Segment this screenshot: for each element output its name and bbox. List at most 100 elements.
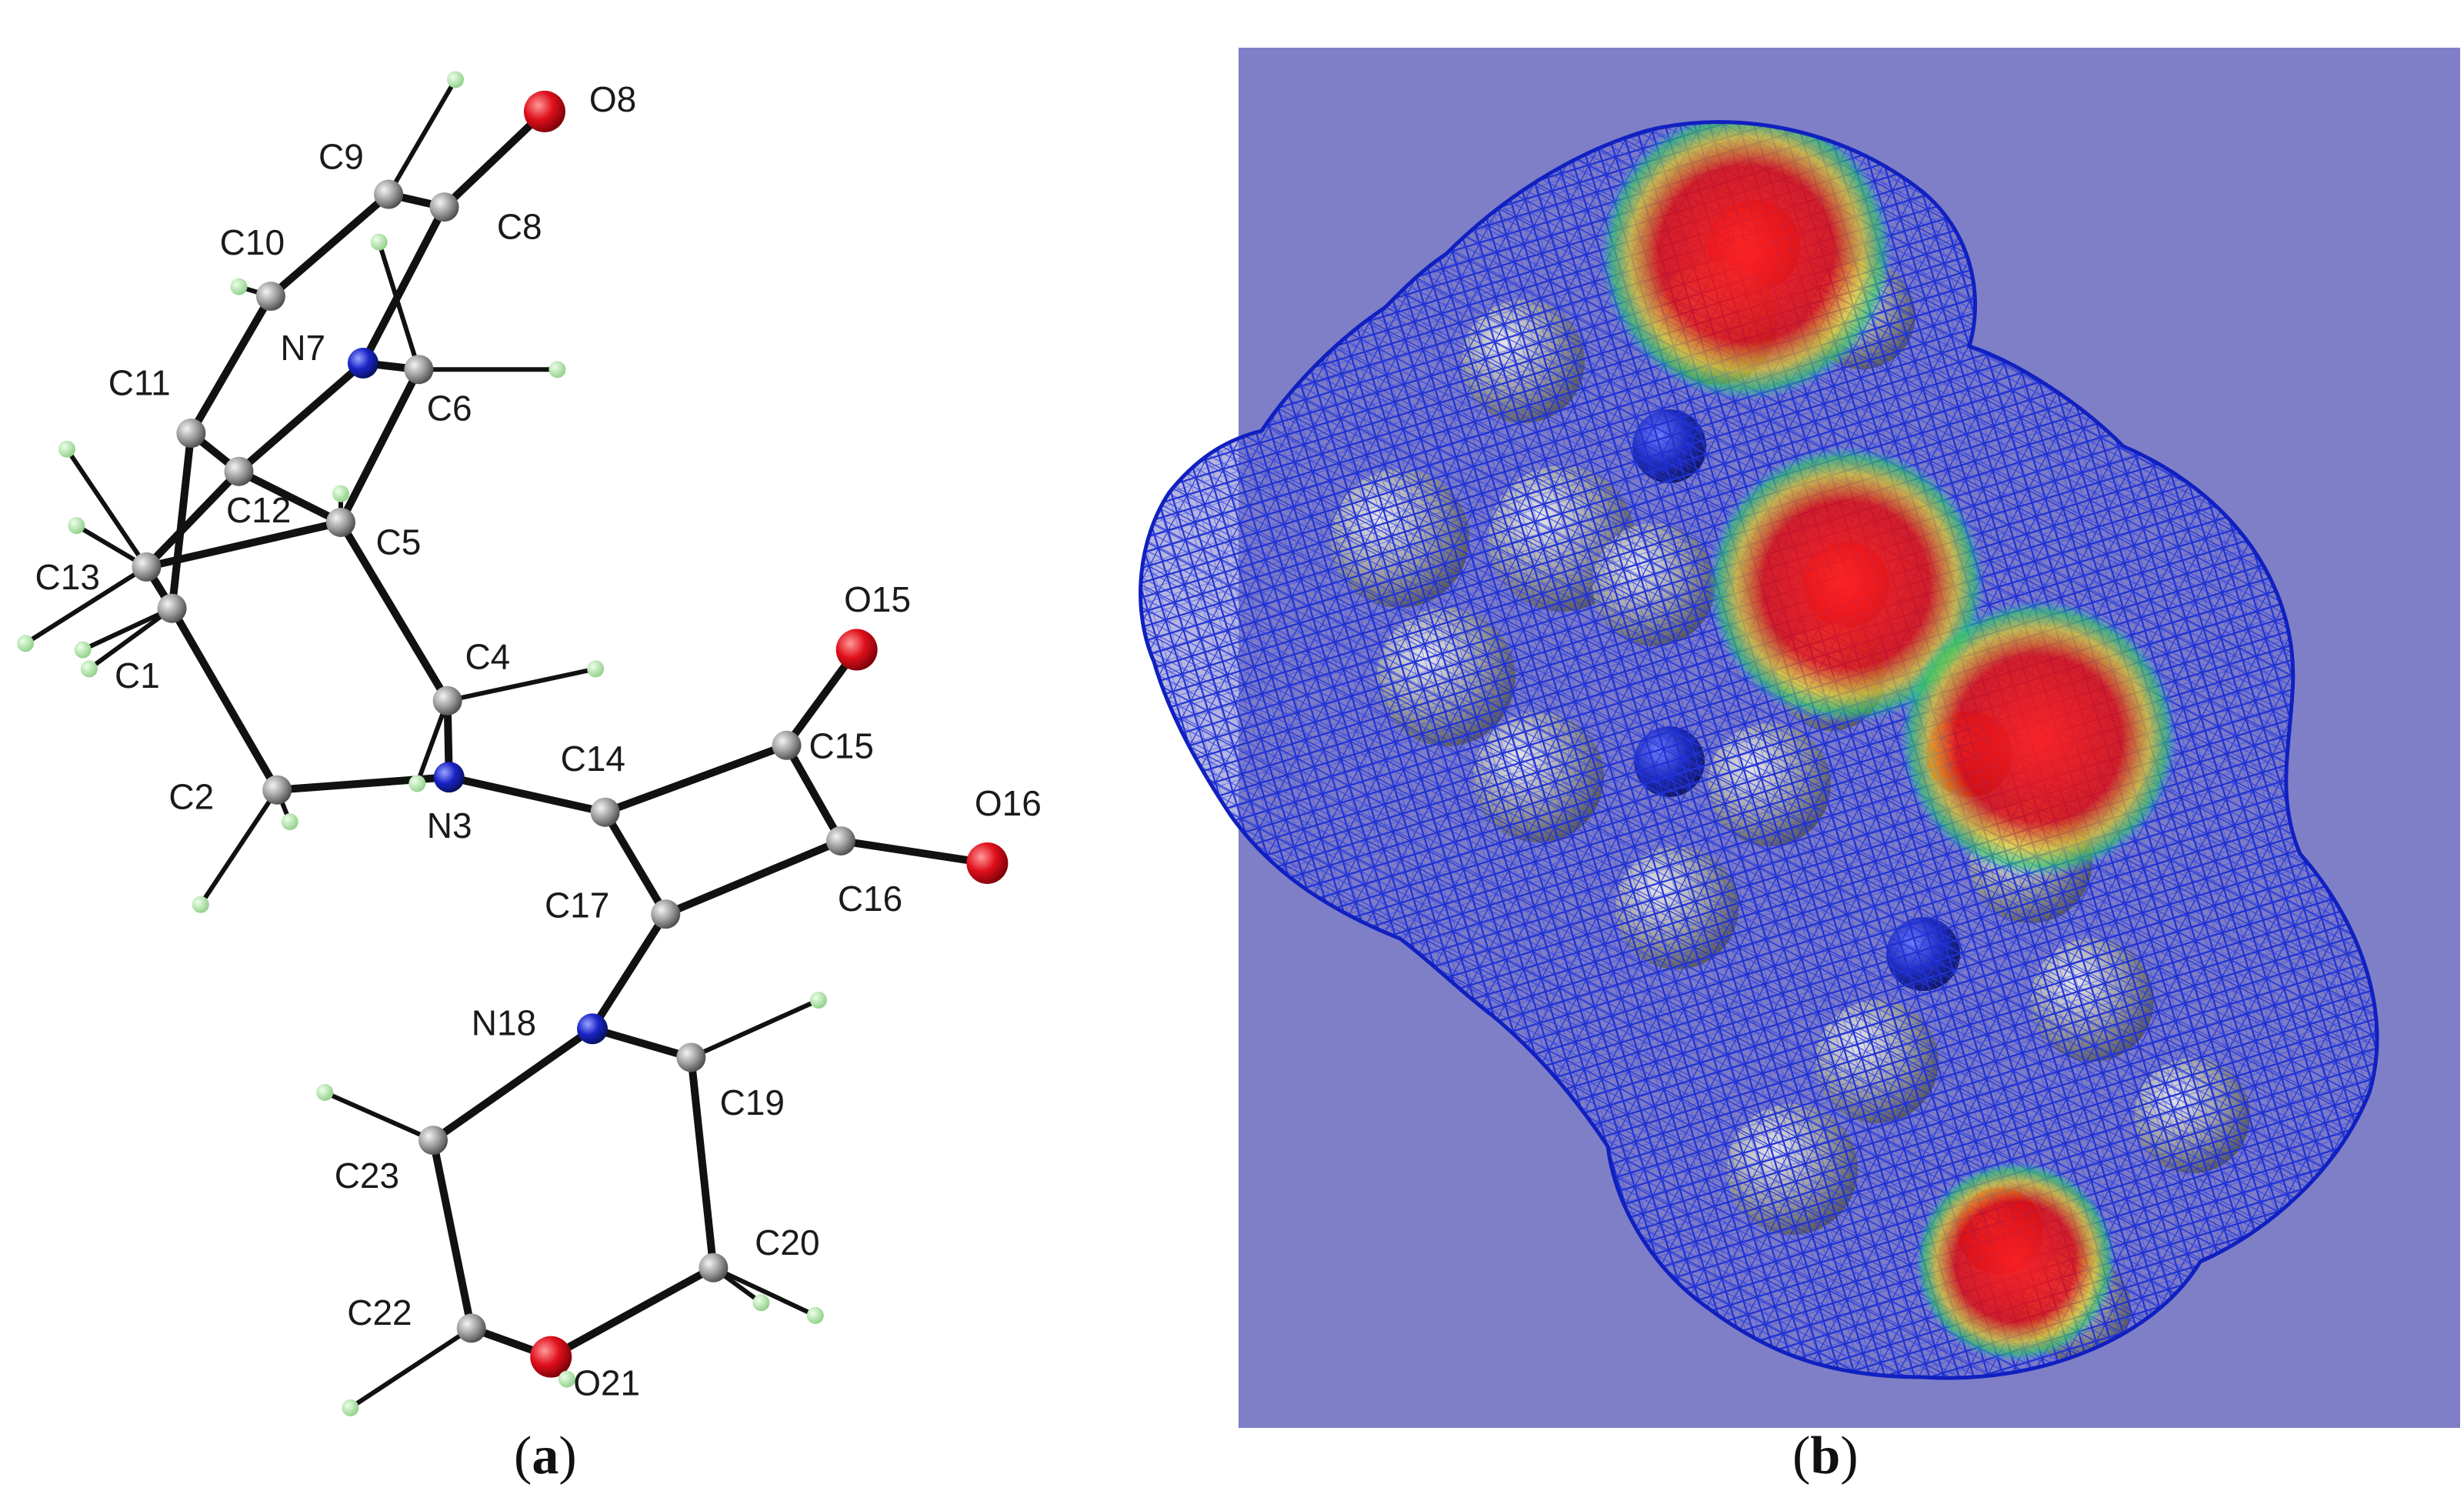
bond-n18-c23 — [429, 1025, 597, 1145]
atom-h13b — [68, 517, 85, 535]
bond-c10-c11 — [187, 292, 275, 438]
atom-h5 — [332, 485, 349, 502]
atom-c4 — [432, 685, 462, 715]
atom-c19 — [676, 1042, 706, 1072]
bond-c15-c16 — [782, 741, 845, 845]
bonds — [23, 77, 992, 1410]
atom-h6a — [370, 233, 388, 251]
atom-h21 — [558, 1370, 575, 1388]
atom-h13c — [17, 635, 35, 652]
atom-c11 — [176, 419, 206, 449]
bond-c23-c22 — [429, 1136, 475, 1333]
atom-label-c4: C4 — [465, 636, 510, 676]
atom-c1 — [157, 593, 187, 623]
bond-n18-c19 — [588, 1025, 695, 1062]
atom-c15 — [772, 730, 802, 760]
bond-c14-c17 — [601, 808, 670, 919]
bond-c8-n7 — [358, 203, 448, 367]
bond-c1-h1a — [86, 605, 175, 672]
atom-n7 — [347, 347, 378, 379]
atom-h13a — [58, 440, 75, 458]
atom-label-c5: C5 — [376, 522, 422, 562]
atom-label-c20: C20 — [755, 1222, 819, 1263]
bond-c1-c2 — [168, 604, 282, 794]
bond-c20-h20a — [711, 1265, 818, 1318]
panel-a-caption: (a) — [514, 1426, 577, 1486]
atom-label-c17: C17 — [545, 885, 609, 925]
bond-c12-n7 — [235, 359, 367, 475]
bond-o8-c8 — [440, 107, 548, 212]
atom-h20b — [752, 1294, 770, 1312]
atom-label-o8: O8 — [589, 79, 636, 119]
bond-c4-h4a — [445, 666, 598, 703]
atom-c8 — [429, 192, 459, 222]
atom-o21 — [530, 1336, 572, 1378]
atom-n18 — [577, 1013, 608, 1045]
bond-c11-c1 — [168, 429, 195, 612]
atom-label-n3: N3 — [427, 806, 472, 846]
panel-b-caption: (b) — [1792, 1426, 1859, 1486]
atom-o16 — [966, 842, 1009, 884]
atom-label-c22: C22 — [347, 1293, 412, 1333]
bond-c20-o21 — [547, 1263, 718, 1361]
atom-h9 — [447, 71, 465, 88]
atom-label-c19: C19 — [720, 1082, 785, 1122]
atom-label-c2: C2 — [168, 777, 214, 817]
atom-label-c10: C10 — [220, 222, 285, 262]
atom-h20a — [806, 1306, 824, 1324]
bond-c5-c12 — [235, 467, 345, 526]
bond-c9-c10 — [266, 190, 393, 301]
atom-h2a — [281, 813, 298, 831]
bond-c23-h23 — [322, 1090, 436, 1143]
atom-h6b — [548, 361, 566, 379]
atom-label-c15: C15 — [809, 725, 874, 766]
atom-label-c23: C23 — [335, 1156, 399, 1196]
atom-c20 — [699, 1252, 729, 1283]
negative-potential-region-1 — [1708, 446, 1985, 723]
atom-h1b — [74, 641, 92, 659]
atom-c10 — [255, 282, 285, 312]
atom-h23 — [316, 1084, 334, 1102]
bond-c12-c13 — [142, 467, 243, 571]
bond-c14-c15 — [601, 741, 791, 816]
atom-h4a — [587, 660, 605, 678]
atom-c9 — [374, 179, 404, 209]
atom-label-n18: N18 — [472, 1003, 536, 1043]
atom-c5 — [325, 507, 355, 537]
negative-potential-regions — [1600, 122, 2177, 1362]
atom-h19 — [809, 991, 827, 1009]
negative-potential-region-0 — [1600, 122, 1892, 400]
bond-c6-h6a — [376, 239, 422, 372]
atom-label-n7: N7 — [280, 328, 325, 368]
atom-label-c16: C16 — [838, 879, 902, 919]
atom-c14 — [590, 797, 620, 827]
atom-n3 — [433, 762, 465, 793]
bond-c13-h13a — [64, 446, 149, 569]
bond-c16-c17 — [662, 836, 845, 919]
atom-h10 — [230, 278, 248, 295]
atom-label-c14: C14 — [561, 739, 625, 779]
atom-label-c11: C11 — [108, 362, 171, 402]
bond-c9-h9 — [386, 77, 458, 197]
atom-c6 — [404, 355, 434, 385]
atom-c22 — [456, 1313, 486, 1343]
atom-label-o16: O16 — [975, 783, 1042, 823]
atom-label-c8: C8 — [497, 207, 542, 247]
negative-potential-region-3 — [1916, 1162, 2116, 1362]
bond-c19-h19 — [689, 997, 821, 1060]
atom-label-o15: O15 — [844, 579, 911, 619]
atom-label-c9: C9 — [318, 136, 364, 176]
bond-n3-c14 — [445, 773, 609, 816]
atom-h4b — [408, 775, 426, 792]
atom-c23 — [418, 1126, 448, 1156]
atom-label-c13: C13 — [35, 557, 100, 597]
atom-c2 — [262, 775, 292, 805]
bond-c6-c5 — [336, 365, 423, 526]
bond-c4-h4b — [415, 698, 450, 786]
atoms — [17, 71, 1009, 1416]
bond-c19-c20 — [687, 1053, 718, 1272]
bond-c13-h13c — [23, 564, 149, 646]
atom-label-c1: C1 — [115, 655, 160, 695]
